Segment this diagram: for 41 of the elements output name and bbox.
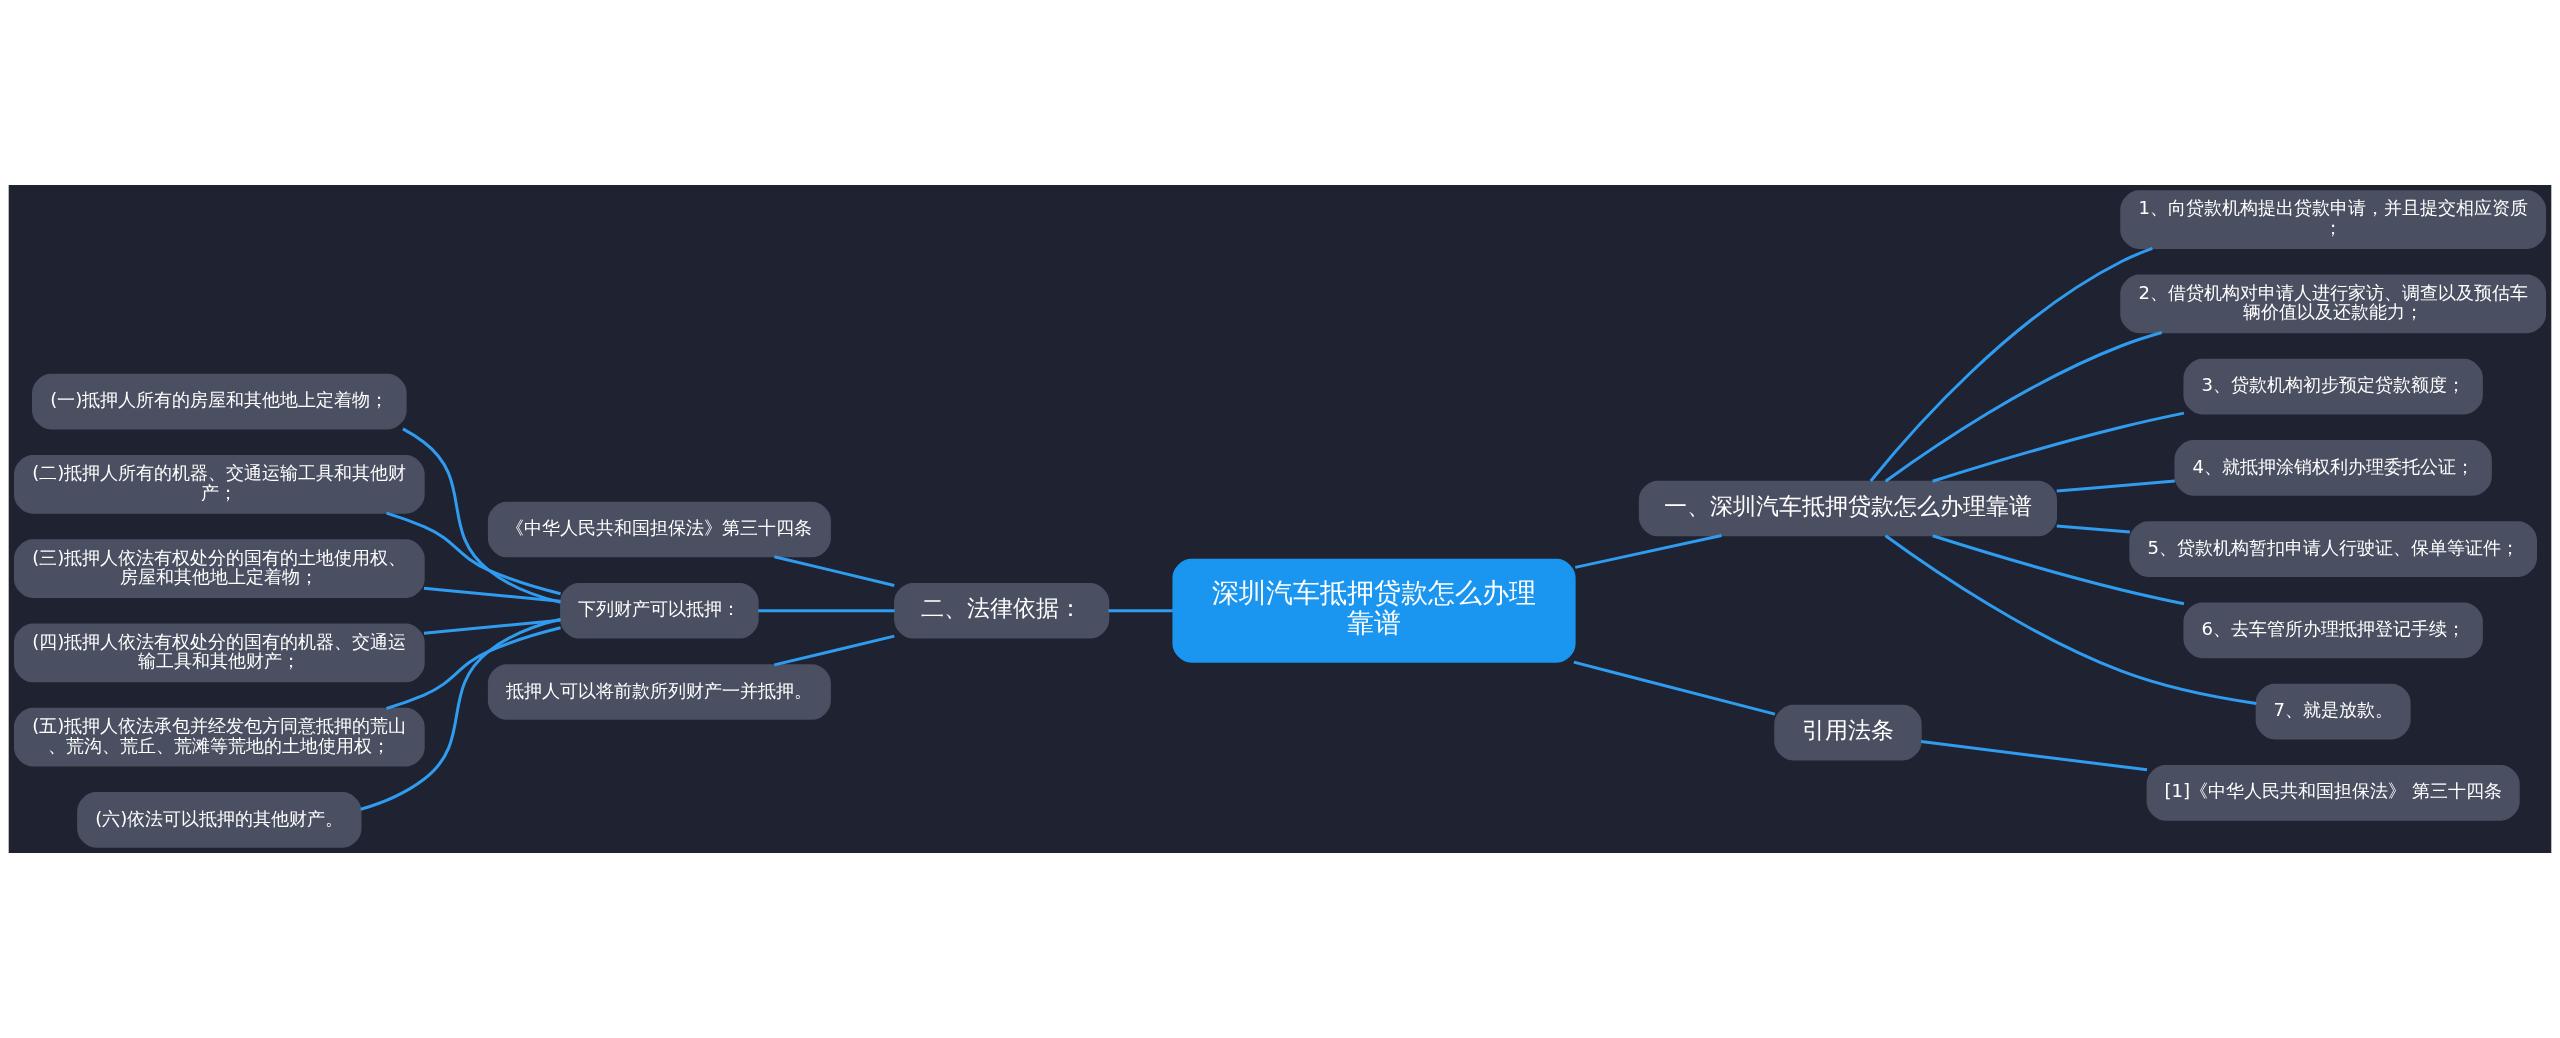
connector (2056, 479, 2175, 493)
node-box: 5、贷款机构暂扣申请人行驶证、保单等证件； (2129, 521, 2537, 577)
connector (423, 618, 561, 635)
connector (758, 609, 895, 613)
connector (1884, 331, 2163, 483)
node-box: 2、借贷机构对申请人进行家访、调查以及预估车辆价值以及还款能力； (2120, 274, 2547, 334)
connector (774, 634, 895, 667)
node-box: (三)抵押人依法有权处分的国有的土地使用权、房屋和其他地上定着物； (13, 539, 425, 598)
node-box: (五)抵押人依法承包并经发包方同意抵押的荒山、荒沟、荒丘、荒滩等荒地的土地使用权； (13, 707, 425, 767)
connector (1573, 660, 1776, 716)
node-box: 一、深圳汽车抵押贷款怎么办理靠谱 (1638, 480, 2058, 537)
connector (360, 617, 561, 811)
node-box: 深圳汽车抵押贷款怎么办理靠谱 (1172, 558, 1576, 663)
connector (1108, 609, 1173, 613)
connector (1884, 534, 2257, 705)
node-box: 下列财产可以抵押： (560, 582, 759, 639)
node-box: 6、去车管所办理抵押登记手续； (2183, 602, 2483, 659)
connector (1869, 246, 2153, 482)
connector (1932, 411, 2185, 483)
connector (1932, 534, 2185, 606)
node-box: (二)抵押人所有的机器、交通运输工具和其他财产； (13, 455, 425, 514)
node-box: 二、法律依据： (894, 582, 1110, 639)
connector (774, 555, 895, 587)
connector (386, 626, 561, 710)
connector (1574, 534, 1722, 569)
connector (423, 586, 561, 603)
node-box: 引用法条 (1774, 704, 1922, 761)
connector (386, 511, 561, 596)
node-box: [1]《中华人民共和国担保法》 第三十四条 (2146, 765, 2520, 821)
connector (402, 427, 561, 604)
node-box: 1、向贷款机构提出贷款申请，并且提交相应资质； (2120, 190, 2547, 249)
node-box: 3、贷款机构初步预定贷款额度； (2183, 358, 2483, 415)
connector (2056, 524, 2130, 534)
connector (1920, 740, 2148, 772)
node-box: 7、就是放款。 (2255, 683, 2411, 740)
node-box: 《中华人民共和国担保法》第三十四条 (487, 501, 831, 558)
node-box: (四)抵押人依法有权处分的国有的机器、交通运输工具和其他财产； (13, 623, 425, 683)
node-box: 抵押人可以将前款所列财产一并抵押。 (487, 664, 831, 720)
node-box: (六)依法可以抵押的其他财产。 (77, 792, 362, 848)
node-box: 4、就抵押涂销权利办理委托公证； (2174, 440, 2492, 496)
node-box: (一)抵押人所有的房屋和其他地上定着物； (32, 373, 407, 430)
